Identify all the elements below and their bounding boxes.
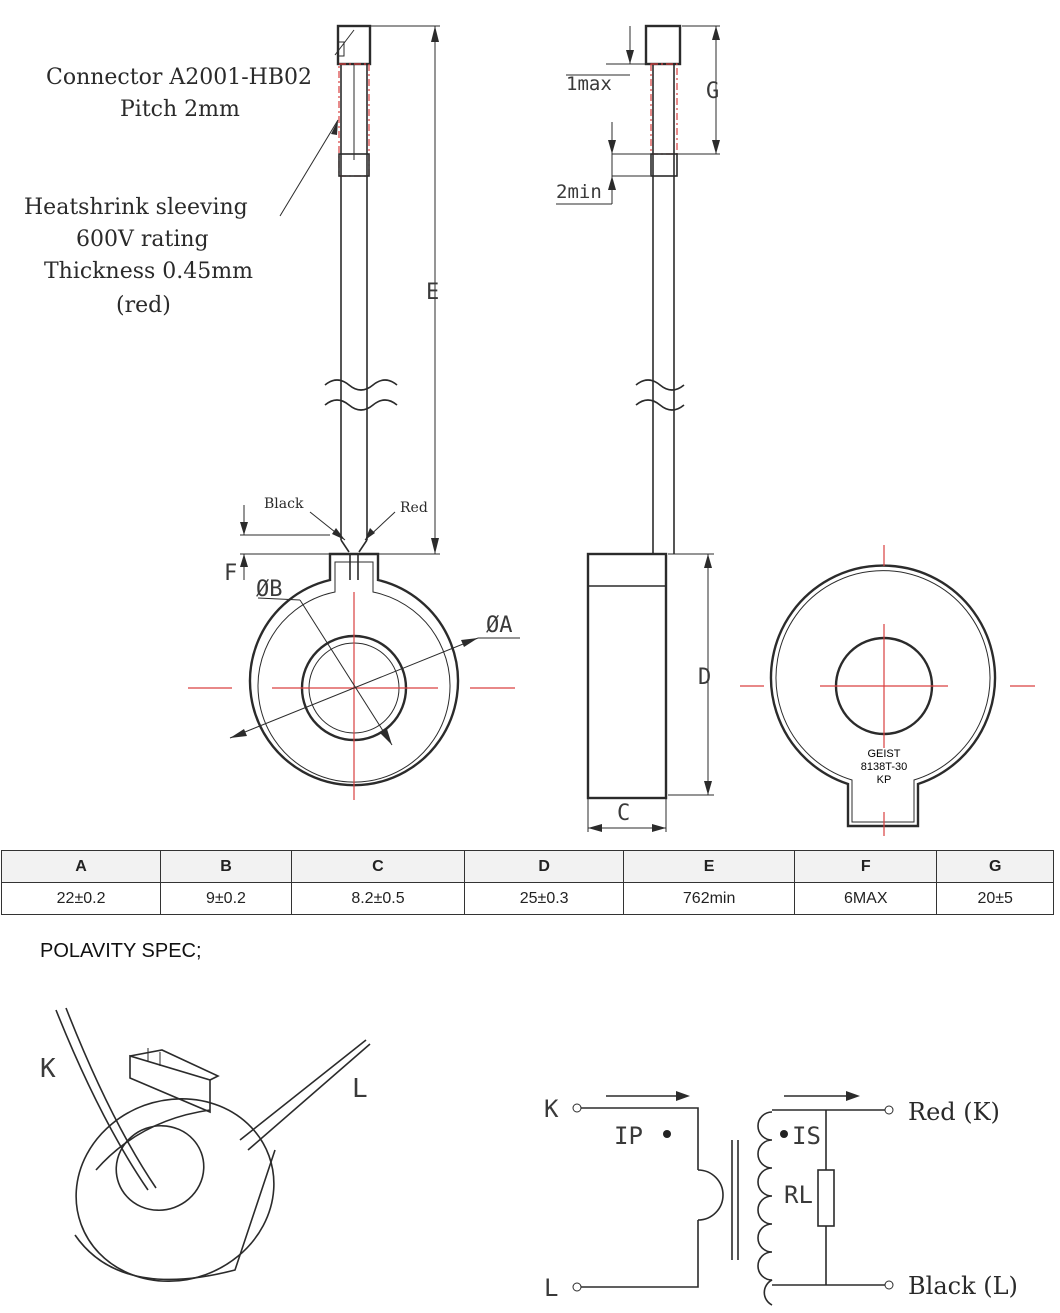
rear-ring-view: [740, 545, 1035, 836]
thickness-label: Thickness 0.45mm: [44, 259, 253, 284]
ip-label: IP: [614, 1122, 643, 1150]
spec-header: C: [290, 850, 466, 883]
spec-header-row: A B C D E F G: [0, 850, 1054, 883]
spec-header: E: [623, 850, 796, 883]
sketch-l-label: L: [352, 1074, 368, 1104]
technical-drawing: Connector A2001-HB02 Pitch 2mm Heatshrin…: [24, 24, 1035, 836]
rear-ring-outline: [769, 564, 997, 828]
dim-g-label: G: [706, 79, 719, 104]
ring-side-body: [586, 552, 668, 800]
red-k-label: Red (K): [908, 1098, 1000, 1126]
red-wire-label: Red: [400, 500, 428, 516]
load-resistor: [817, 1169, 835, 1227]
dim-d-label: D: [698, 665, 711, 690]
marking-line3: KP: [877, 774, 892, 786]
dim-f-label: F: [224, 561, 237, 586]
marking-line1: GEIST: [867, 748, 900, 760]
spec-value: 762min: [623, 882, 796, 915]
marking-line2: 8138T-30: [861, 761, 907, 773]
polarity-schematic: [572, 1091, 894, 1306]
dim-2min-label: 2min: [556, 181, 602, 203]
left-cable-view: [188, 24, 520, 800]
polarity-title: POLAVITY SPEC;: [40, 940, 202, 962]
break-mark: [324, 379, 398, 391]
sketch-k-label: K: [40, 1054, 56, 1084]
right-side-view: [556, 24, 720, 832]
spec-value: 8.2±0.5: [290, 882, 466, 915]
schematic-k-label: K: [544, 1095, 559, 1123]
rl-label: RL: [784, 1181, 813, 1209]
schematic-l-label: L: [544, 1274, 558, 1302]
dim-e-label: E: [426, 280, 439, 305]
spec-value-row: 22±0.2 9±0.2 8.2±0.5 25±0.3 762min 6MAX …: [0, 882, 1054, 915]
spec-value: 6MAX: [794, 882, 938, 915]
spec-header: D: [464, 850, 625, 883]
dim-phia-label: ØA: [486, 613, 513, 638]
left-ring-outline: [248, 552, 460, 787]
dim-c-label: C: [617, 801, 630, 826]
pitch-label: Pitch 2mm: [120, 97, 240, 122]
spec-value: 25±0.3: [464, 882, 625, 915]
spec-header: B: [160, 850, 292, 883]
sensor-sketch: [55, 1007, 371, 1283]
color-label: (red): [116, 293, 171, 318]
spec-header: A: [0, 850, 162, 883]
spec-table: A B C D E F G 22±0.2 9±0.2 8.2±0.5 25±0.…: [0, 850, 1054, 915]
connector-label: Connector A2001-HB02: [46, 65, 312, 90]
is-label: IS: [792, 1122, 821, 1150]
rating-label: 600V rating: [76, 227, 209, 252]
spec-header: F: [794, 850, 938, 883]
spec-header: G: [936, 850, 1054, 883]
connector-side: [644, 24, 682, 66]
black-wire-label: Black: [264, 496, 304, 512]
dim-phib-label: ØB: [256, 577, 283, 602]
spec-value: 20±5: [936, 882, 1054, 915]
heatshrink-label: Heatshrink sleeving: [24, 195, 248, 220]
spec-value: 22±0.2: [0, 882, 162, 915]
spec-value: 9±0.2: [160, 882, 292, 915]
dim-1max-label: 1max: [566, 73, 612, 95]
black-l-label: Black (L): [908, 1272, 1018, 1300]
